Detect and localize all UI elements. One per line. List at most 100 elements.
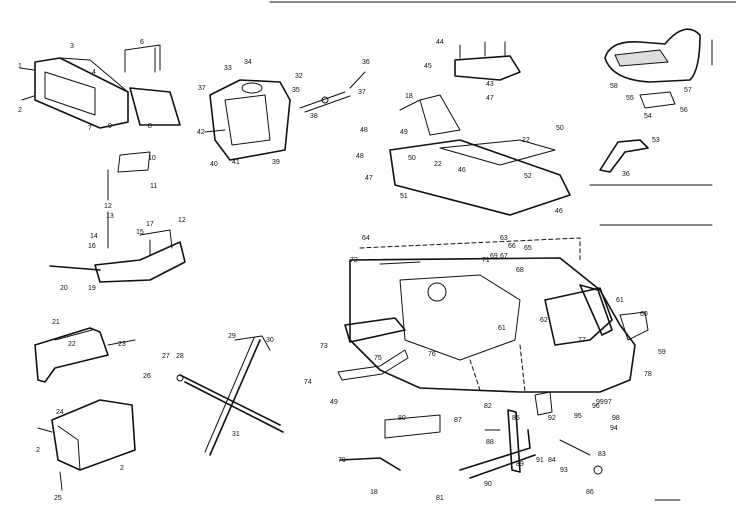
callout-81: 81 xyxy=(436,495,444,502)
callout-46: 46 xyxy=(458,167,466,174)
callout-96: 96 xyxy=(592,403,600,410)
callout-61: 61 xyxy=(616,297,624,304)
callout-18: 18 xyxy=(405,93,413,100)
callout-36: 36 xyxy=(362,59,370,66)
callout-34: 34 xyxy=(244,59,252,66)
callout-51: 51 xyxy=(400,193,408,200)
callout-67: 67 xyxy=(500,253,508,260)
callout-41: 41 xyxy=(232,159,240,166)
callout-69: 69 xyxy=(490,253,498,260)
callout-54: 54 xyxy=(644,113,652,120)
callout-62: 62 xyxy=(540,317,548,324)
callout-labels: 3 1 2 4 7 8 9 6 33 34 32 35 37 42 41 40 … xyxy=(18,39,692,502)
callout-63: 63 xyxy=(500,235,508,242)
callout-97: 97 xyxy=(604,399,612,406)
callout-55: 55 xyxy=(626,95,634,102)
main-frame-assembly[interactable] xyxy=(337,237,649,393)
callout-93: 93 xyxy=(560,467,568,474)
callout-75: 75 xyxy=(374,355,382,362)
callout-90: 90 xyxy=(484,481,492,488)
callout-45: 45 xyxy=(424,63,432,70)
callout-56: 56 xyxy=(680,107,688,114)
callout-50b: 50 xyxy=(556,125,564,132)
callout-13: 13 xyxy=(106,213,114,220)
callout-78: 78 xyxy=(644,371,652,378)
callout-76: 76 xyxy=(428,351,436,358)
callout-2c: 2 xyxy=(36,447,40,454)
callout-28: 28 xyxy=(176,353,184,360)
callout-12b: 12 xyxy=(178,217,186,224)
hood-panel-assembly[interactable] xyxy=(19,44,181,129)
callout-85: 85 xyxy=(512,415,520,422)
callout-31: 31 xyxy=(232,431,240,438)
callout-72: 72 xyxy=(350,257,358,264)
callout-22: 22 xyxy=(434,161,442,168)
seat-assembly[interactable] xyxy=(589,28,713,226)
callout-26: 26 xyxy=(143,373,151,380)
lower-lever-assembly[interactable] xyxy=(339,391,681,501)
callout-46b: 46 xyxy=(555,208,563,215)
callout-79: 79 xyxy=(338,457,346,464)
mounting-bracket-assembly[interactable] xyxy=(49,151,186,283)
callout-77: 77 xyxy=(578,337,586,344)
callout-65: 65 xyxy=(524,245,532,252)
callout-8: 8 xyxy=(148,123,152,130)
dashboard-assembly[interactable] xyxy=(204,71,366,161)
callout-58: 58 xyxy=(610,83,618,90)
callout-94: 94 xyxy=(610,425,618,432)
fender-assembly[interactable] xyxy=(389,41,571,216)
callout-20: 20 xyxy=(60,285,68,292)
callout-19: 19 xyxy=(88,285,96,292)
callout-36b: 36 xyxy=(622,171,630,178)
callout-12: 12 xyxy=(104,203,112,210)
callout-38: 38 xyxy=(310,113,318,120)
callout-61b: 61 xyxy=(498,325,506,332)
callout-37b: 37 xyxy=(358,89,366,96)
callout-32: 32 xyxy=(295,73,303,80)
linkage-rod-assembly[interactable] xyxy=(176,335,284,456)
callout-4: 4 xyxy=(92,69,96,76)
callout-24: 24 xyxy=(56,409,64,416)
callout-60: 60 xyxy=(640,311,648,318)
callout-86: 86 xyxy=(586,489,594,496)
callout-21: 21 xyxy=(52,319,60,326)
callout-87: 87 xyxy=(454,417,462,424)
callout-47: 47 xyxy=(486,95,494,102)
callout-59: 59 xyxy=(658,349,666,356)
callout-2: 2 xyxy=(18,107,22,114)
callout-1: 1 xyxy=(18,63,22,70)
callout-74: 74 xyxy=(304,379,312,386)
callout-95: 95 xyxy=(574,413,582,420)
callout-48b: 48 xyxy=(356,153,364,160)
callout-48: 48 xyxy=(360,127,368,134)
callout-22b: 22 xyxy=(522,137,530,144)
callout-88: 88 xyxy=(486,439,494,446)
callout-25: 25 xyxy=(54,495,62,502)
callout-73: 73 xyxy=(320,343,328,350)
callout-18b: 18 xyxy=(370,489,378,496)
callout-29: 29 xyxy=(228,333,236,340)
callout-17: 17 xyxy=(146,221,154,228)
callout-33: 33 xyxy=(224,65,232,72)
callout-27: 27 xyxy=(162,353,170,360)
callout-66: 66 xyxy=(508,243,516,250)
callout-83: 83 xyxy=(598,451,606,458)
callout-49: 49 xyxy=(400,129,408,136)
callout-43: 43 xyxy=(486,81,494,88)
callout-2b: 2 xyxy=(120,465,124,472)
callout-11: 11 xyxy=(150,183,157,190)
callout-47b: 47 xyxy=(365,175,373,182)
callout-53: 53 xyxy=(652,137,660,144)
callout-80: 80 xyxy=(398,415,406,422)
callout-3: 3 xyxy=(70,43,74,50)
callout-23: 23 xyxy=(118,341,126,348)
callout-52: 52 xyxy=(524,173,532,180)
callout-42: 42 xyxy=(197,129,205,136)
callout-57: 57 xyxy=(684,87,692,94)
callout-40: 40 xyxy=(210,161,218,168)
callout-22c: 22 xyxy=(68,341,76,348)
pedal-plate-assembly[interactable] xyxy=(34,327,136,491)
callout-49b: 49 xyxy=(330,399,338,406)
callout-99: 99 xyxy=(596,399,604,406)
